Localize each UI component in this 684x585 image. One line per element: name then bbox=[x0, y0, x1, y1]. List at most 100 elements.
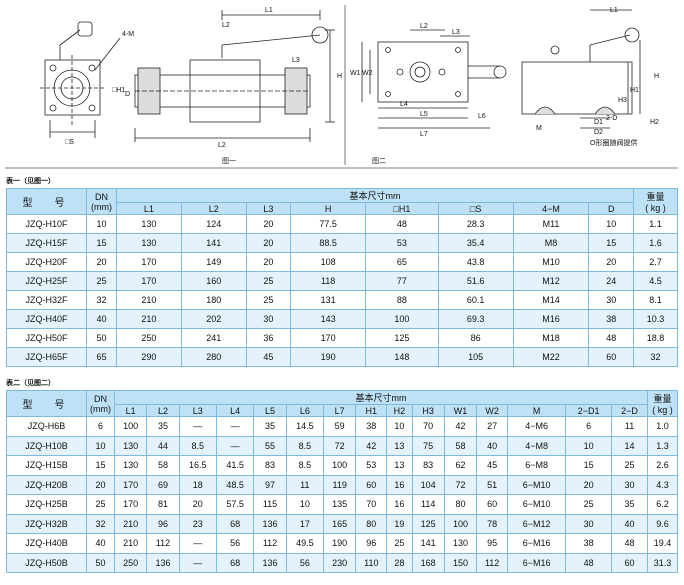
value-cell: 36 bbox=[245, 328, 292, 348]
value-cell: 49.5 bbox=[285, 533, 325, 554]
value-cell: 30 bbox=[611, 474, 648, 495]
value-cell: 210 bbox=[116, 309, 182, 329]
column-header: M bbox=[507, 404, 567, 417]
value-cell: — bbox=[178, 416, 217, 437]
value-cell: 88.5 bbox=[290, 233, 367, 253]
model-cell: JZQ-H10F bbox=[6, 214, 87, 234]
value-cell: 97 bbox=[253, 474, 287, 495]
value-cell: 11 bbox=[285, 474, 325, 495]
column-header: L3 bbox=[178, 404, 217, 417]
value-cell: 100 bbox=[443, 513, 478, 534]
value-cell: 53 bbox=[365, 233, 439, 253]
value-cell: 18.8 bbox=[633, 328, 678, 348]
value-cell: 59 bbox=[323, 416, 357, 437]
value-cell: 78 bbox=[476, 513, 509, 534]
fig2-label-l1: L1 bbox=[610, 7, 618, 14]
value-cell: 51.6 bbox=[437, 271, 514, 291]
value-cell: 280 bbox=[180, 347, 247, 367]
value-cell: 136 bbox=[146, 552, 180, 573]
fig2-label-d1: D1 bbox=[594, 119, 603, 126]
value-cell: 86 bbox=[437, 328, 514, 348]
value-cell: 114 bbox=[411, 494, 445, 515]
value-cell: 13 bbox=[386, 455, 413, 476]
value-cell: 25 bbox=[245, 290, 292, 310]
value-cell: 2.6 bbox=[647, 455, 678, 476]
value-cell: M14 bbox=[512, 290, 590, 310]
value-cell: 100 bbox=[365, 309, 439, 329]
column-header: H3 bbox=[411, 404, 445, 417]
value-cell: M16 bbox=[512, 309, 590, 329]
column-header: H1 bbox=[355, 404, 388, 417]
value-cell: — bbox=[215, 416, 255, 437]
value-cell: 68 bbox=[215, 513, 255, 534]
value-cell: 108 bbox=[290, 252, 367, 272]
value-cell: 110 bbox=[355, 552, 388, 573]
value-cell: 170 bbox=[113, 474, 148, 495]
column-header: L5 bbox=[253, 404, 287, 417]
value-cell: 160 bbox=[180, 271, 247, 291]
value-cell: 58 bbox=[146, 455, 180, 476]
fig1-label-l1: L1 bbox=[265, 7, 273, 14]
value-cell: 38 bbox=[565, 533, 613, 554]
column-header: L6 bbox=[285, 404, 325, 417]
value-cell: 24 bbox=[588, 271, 634, 291]
column-header: L3 bbox=[245, 202, 292, 215]
value-cell: 14.5 bbox=[285, 416, 325, 437]
value-cell: 75 bbox=[411, 435, 445, 456]
value-cell: 35 bbox=[253, 416, 287, 437]
value-cell: 10 bbox=[386, 416, 413, 437]
column-header: 2−D1 bbox=[565, 404, 613, 417]
model-cell: JZQ-H50F bbox=[6, 328, 87, 348]
figure1-side-view bbox=[134, 10, 335, 142]
value-cell: 72 bbox=[443, 474, 478, 495]
value-cell: 6−M12 bbox=[507, 513, 567, 534]
value-cell: 38 bbox=[355, 416, 388, 437]
value-cell: 60 bbox=[588, 347, 634, 367]
value-cell: 210 bbox=[116, 290, 182, 310]
model-cell: JZQ-H10B bbox=[6, 435, 87, 456]
value-cell: 88 bbox=[365, 290, 439, 310]
value-cell: 40 bbox=[611, 513, 648, 534]
column-header: H2 bbox=[386, 404, 413, 417]
column-header: L1 bbox=[113, 404, 148, 417]
fig1-label-d: D bbox=[125, 91, 130, 98]
value-cell: 38 bbox=[588, 309, 634, 329]
value-cell: 170 bbox=[116, 271, 182, 291]
value-cell: 130 bbox=[443, 533, 478, 554]
value-cell: 30 bbox=[588, 290, 634, 310]
value-cell: 6−M16 bbox=[507, 552, 567, 573]
figure2-plan-view bbox=[361, 29, 507, 129]
technical-drawings: 4-M □H1 □S D L1 L2 L3 H L2 L2 L3 L1 L4 L… bbox=[5, 5, 678, 169]
value-cell: 60 bbox=[476, 494, 509, 515]
value-cell: 60 bbox=[355, 474, 388, 495]
value-cell: 25 bbox=[86, 271, 117, 291]
value-cell: 32 bbox=[86, 290, 117, 310]
value-cell: 8.5 bbox=[178, 435, 217, 456]
value-cell: 4.5 bbox=[633, 271, 678, 291]
value-cell: 10 bbox=[86, 214, 117, 234]
table1-title: 表一（见图一） bbox=[6, 178, 55, 185]
fig2-label-d2: D2 bbox=[594, 129, 603, 136]
value-cell: 6 bbox=[86, 416, 115, 437]
value-cell: 135 bbox=[323, 494, 357, 515]
value-cell: 50 bbox=[86, 552, 115, 573]
value-cell: 83 bbox=[253, 455, 287, 476]
fig1-label-s: □S bbox=[65, 139, 74, 146]
column-header: W1 bbox=[443, 404, 478, 417]
value-cell: 30 bbox=[245, 309, 292, 329]
fig2-label-l2b: L2 bbox=[420, 23, 428, 30]
value-cell: 32 bbox=[86, 513, 115, 534]
value-cell: 165 bbox=[323, 513, 357, 534]
column-header: L4 bbox=[215, 404, 255, 417]
column-header: 4−M bbox=[512, 202, 590, 215]
value-cell: 202 bbox=[180, 309, 247, 329]
value-cell: M18 bbox=[512, 328, 590, 348]
value-cell: 190 bbox=[323, 533, 357, 554]
value-cell: 148 bbox=[365, 347, 439, 367]
value-cell: — bbox=[215, 435, 255, 456]
